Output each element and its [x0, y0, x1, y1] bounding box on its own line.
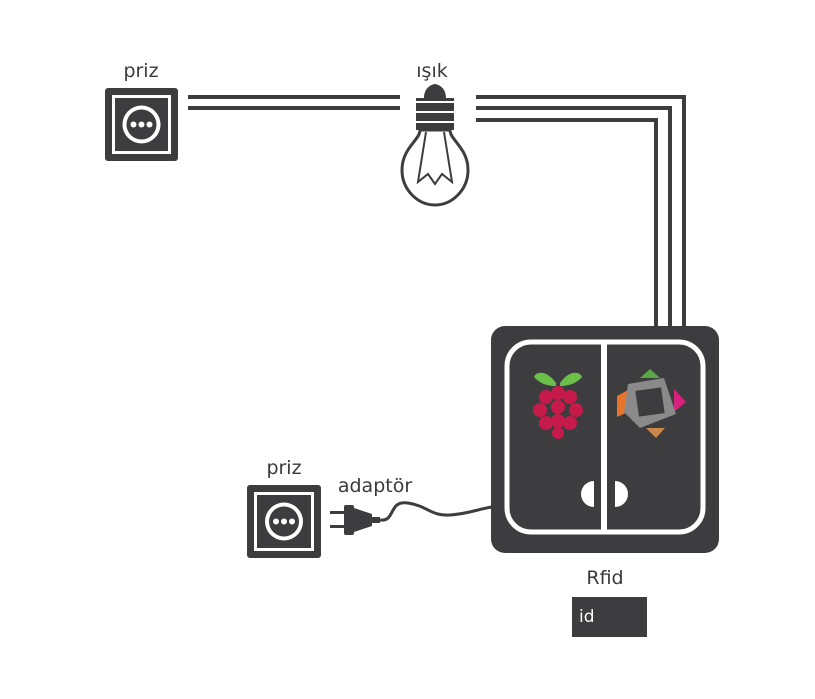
switch-indicator-left-icon: [581, 481, 594, 507]
adapter-label: adaptör: [338, 475, 412, 497]
outlet-bottom-label: priz: [266, 457, 301, 479]
smart-switch-box: [491, 326, 719, 553]
adapter-cable: [379, 501, 493, 522]
switch-indicator-right-icon: [615, 481, 628, 507]
light-bulb-icon: [400, 84, 470, 207]
raspberry-pi-logo-icon: [533, 372, 583, 439]
power-outlet-icon: [105, 88, 178, 161]
light-label: ışık: [416, 60, 447, 82]
wire-outlet-to-light: [188, 95, 400, 110]
wire-light-to-box: [476, 95, 686, 330]
rfid-label: Rfid: [586, 567, 623, 589]
outlet-top-label: priz: [123, 60, 158, 82]
rfid-reader-icon: [572, 597, 647, 637]
arduino-nfc-logo-icon: [617, 369, 686, 438]
power-plug-icon: [330, 505, 380, 535]
power-outlet-icon: [247, 485, 321, 558]
rfid-id-label: id: [579, 607, 595, 627]
